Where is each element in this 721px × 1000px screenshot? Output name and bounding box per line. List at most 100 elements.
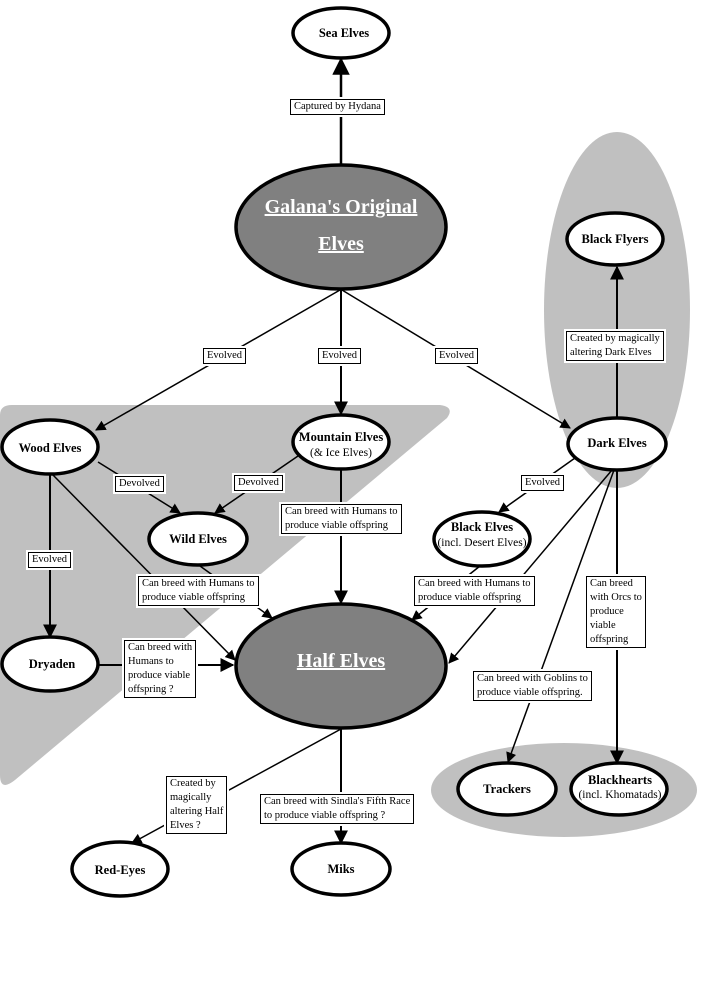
- edge-label-evolved-dryaden: Evolved: [26, 550, 73, 570]
- edge-label-devolved-wood: Devolved: [113, 474, 166, 494]
- edge-label-line: Can breed with: [128, 642, 193, 653]
- edge-label-text: Can breed with Humans to produce viable o…: [281, 504, 402, 534]
- edge-label-line: viable: [590, 620, 616, 631]
- node-dark-elves[interactable]: Dark Elves: [566, 416, 668, 472]
- edge-wood-to-half-elves: [51, 473, 236, 661]
- edge-label-text: Can breed with Orcs to produce viable offspr…: [586, 576, 646, 648]
- node-trackers[interactable]: Trackers: [456, 761, 558, 817]
- edge-label-line: produce viable offspring.: [477, 687, 583, 698]
- edge-label-devolved-mountain: Devolved: [232, 473, 285, 493]
- edge-label-line: Devolved: [119, 478, 160, 489]
- edge-label-text: Can breed with Humans to produce viable o…: [414, 576, 535, 606]
- node-galana-title-line2: Elves: [318, 233, 364, 255]
- node-sea-elves-title: Sea Elves: [319, 26, 369, 40]
- edge-label-evolved-mountain: Evolved: [316, 346, 363, 366]
- edge-label-line: Evolved: [525, 477, 560, 488]
- node-black-elves-subtitle: (incl. Desert Elves): [437, 537, 526, 549]
- node-blackhearts-subtitle: (incl. Khomatads): [578, 789, 661, 801]
- edge-label-line: Created by magically: [570, 333, 660, 344]
- edge-label-line: Captured by Hydana: [294, 101, 381, 112]
- edge-label-created-black-flyers: Created by magically altering Dark Elves: [564, 329, 666, 363]
- edge-label-line: Evolved: [32, 554, 67, 565]
- edge-label-line: Can breed with Humans to: [285, 506, 398, 517]
- node-half-elves[interactable]: Half Elves: [234, 602, 448, 730]
- edge-label-line: offspring: [590, 634, 629, 645]
- edge-label-line: to produce viable offspring ?: [264, 810, 386, 821]
- edge-label-line: Created by: [170, 778, 216, 789]
- edge-label-line: magically: [170, 792, 212, 803]
- edge-label-line: offspring ?: [128, 684, 174, 695]
- edge-label-breed-sindla: Can breed with Sindla's Fifth Race to pro…: [258, 792, 417, 826]
- edge-label-text: Can breed with Humans to produce viable o…: [138, 576, 259, 606]
- edge-label-text: Evolved: [435, 348, 478, 364]
- node-black-flyers[interactable]: Black Flyers: [565, 211, 665, 267]
- edge-label-line: produce viable: [128, 670, 191, 681]
- edge-label-line: Devolved: [238, 477, 279, 488]
- node-mountain-elves-subtitle: (& Ice Elves): [310, 447, 372, 459]
- edge-label-line: Evolved: [439, 350, 474, 361]
- node-galana-title-line1: Galana's Original: [265, 196, 418, 218]
- node-sea-elves[interactable]: Sea Elves: [291, 6, 391, 60]
- node-dryaden-title: Dryaden: [29, 657, 76, 671]
- edge-label-text: Captured by Hydana: [290, 99, 385, 115]
- edge-label-text: Can breed with Sindla's Fifth Race to pro…: [260, 794, 415, 824]
- node-dryaden[interactable]: Dryaden: [0, 635, 100, 693]
- edge-label-captured-by-hydana: Captured by Hydana: [288, 97, 387, 117]
- node-black-flyers-title: Black Flyers: [581, 232, 648, 246]
- edge-dark-to-half-elves: [448, 469, 613, 664]
- node-blackhearts-title: Blackhearts: [588, 773, 652, 787]
- edge-label-text: Evolved: [203, 348, 246, 364]
- node-trackers-title: Trackers: [483, 782, 531, 796]
- edge-label-line: Elves ?: [170, 820, 201, 831]
- edge-label-text: Devolved: [234, 475, 283, 491]
- edge-label-line: Can breed with Humans to: [142, 578, 255, 589]
- node-galanas-original-elves[interactable]: Galana's Original Elves: [234, 163, 448, 291]
- node-wild-elves[interactable]: Wild Elves: [147, 511, 249, 567]
- edge-label-line: altering Half: [170, 806, 224, 817]
- edge-label-text: Evolved: [521, 475, 564, 491]
- edge-label-line: altering Dark Elves: [570, 347, 652, 358]
- node-wild-elves-title: Wild Elves: [169, 532, 227, 546]
- edge-label-breed-mountain: Can breed with Humans to produce viable o…: [279, 502, 404, 536]
- node-mountain-elves-title: Mountain Elves: [299, 430, 384, 444]
- node-miks-title: Miks: [327, 862, 354, 876]
- edge-label-text: Devolved: [115, 476, 164, 492]
- edge-label-line: Evolved: [207, 350, 242, 361]
- edge-label-line: produce: [590, 606, 624, 617]
- node-black-elves[interactable]: Black Elves (incl. Desert Elves): [432, 510, 532, 568]
- edge-label-breed-wood: Can breed with Humans to produce viable o…: [136, 574, 261, 608]
- edge-label-line: with Orcs to: [590, 592, 642, 603]
- node-black-elves-title: Black Elves: [451, 520, 513, 534]
- node-mountain-elves[interactable]: Mountain Elves (& Ice Elves): [291, 413, 391, 471]
- node-wood-elves-title: Wood Elves: [19, 441, 82, 455]
- node-miks[interactable]: Miks: [290, 841, 392, 897]
- edge-label-evolved-dark: Evolved: [433, 346, 480, 366]
- edge-label-evolved-black-elves: Evolved: [519, 473, 566, 493]
- node-half-elves-title: Half Elves: [297, 650, 386, 672]
- edge-label-line: Evolved: [322, 350, 357, 361]
- node-dark-elves-title: Dark Elves: [587, 436, 647, 450]
- edge-label-text: Can breed with Goblins to produce viable …: [473, 671, 592, 701]
- edge-label-line: Can breed with Goblins to: [477, 673, 588, 684]
- edge-label-line: Can breed: [590, 578, 633, 589]
- edge-label-line: produce viable offspring: [285, 520, 389, 531]
- edge-label-line: Can breed with Sindla's Fifth Race: [264, 796, 411, 807]
- edge-label-breed-black: Can breed with Humans to produce viable o…: [412, 574, 537, 608]
- edge-label-line: produce viable offspring: [418, 592, 522, 603]
- node-red-eyes-title: Red-Eyes: [95, 863, 146, 877]
- edge-label-text: Evolved: [28, 552, 71, 568]
- edge-dark-to-trackers: [506, 469, 615, 763]
- edge-label-line: Humans to: [128, 656, 174, 667]
- edge-label-text: Created by magically altering Dark Elves: [566, 331, 664, 361]
- edge-label-breed-orcs: Can breed with Orcs to produce viable offspr…: [584, 574, 648, 650]
- edge-label-line: produce viable offspring: [142, 592, 246, 603]
- node-blackhearts[interactable]: Blackhearts (incl. Khomatads): [569, 761, 669, 817]
- edge-label-line: Can breed with Humans to: [418, 578, 531, 589]
- node-red-eyes[interactable]: Red-Eyes: [70, 840, 170, 898]
- edge-label-text: Evolved: [318, 348, 361, 364]
- node-wood-elves[interactable]: Wood Elves: [0, 418, 100, 476]
